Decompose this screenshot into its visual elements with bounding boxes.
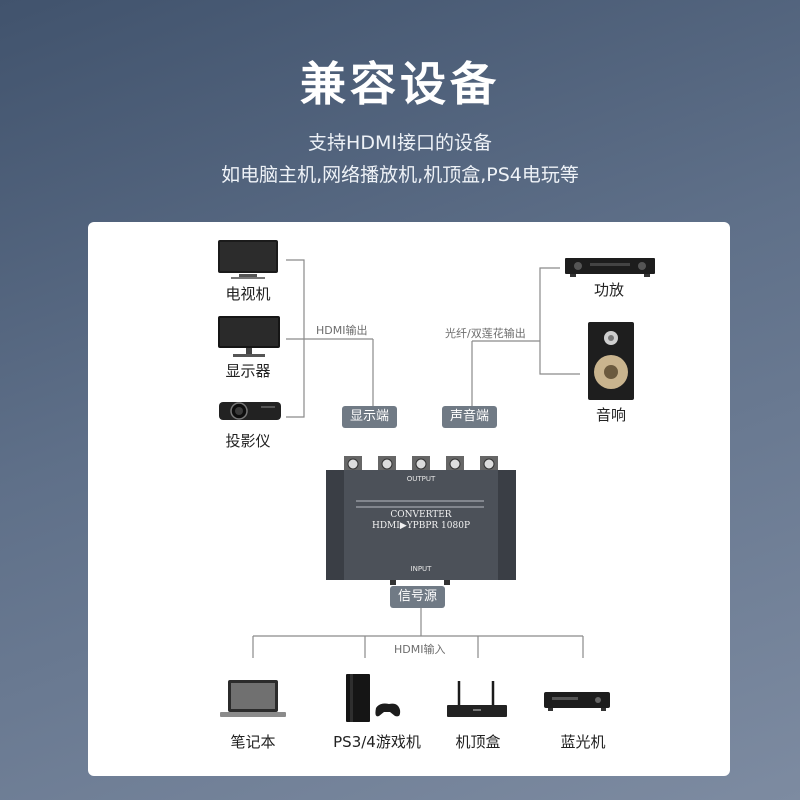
connection-lines (252, 259, 584, 658)
projector-icon (219, 402, 281, 420)
page-title: 兼容设备 (300, 57, 500, 111)
set-top-box-icon (447, 681, 507, 717)
converter-name: CONVERTER (390, 510, 452, 520)
device-label-monitor: 显示器 (225, 362, 271, 380)
device-label-projector: 投影仪 (225, 432, 271, 450)
device-label-set-top-box: 机顶盒 (455, 733, 501, 751)
device-label-laptop: 笔记本 (230, 733, 276, 751)
audio-connection-note: 光纤/双莲花输出 (445, 327, 526, 340)
game-console-icon (346, 674, 401, 722)
device-label-tv: 电视机 (225, 285, 271, 303)
subtitle-line-1: 支持HDMI接口的设备 (308, 132, 492, 154)
converter-output-label: OUTPUT (406, 475, 436, 483)
device-label-game-console: PS3/4游戏机 (333, 733, 421, 751)
display-end-tag: 显示端 (342, 406, 398, 428)
converter-input-label: INPUT (410, 565, 432, 573)
laptop-icon (220, 680, 286, 717)
audio-end-tag: 声音端 (442, 406, 498, 428)
signal-source-tag: 信号源 (390, 586, 446, 608)
amplifier-icon (565, 258, 655, 277)
device-label-bluray-player: 蓝光机 (560, 733, 606, 751)
source-connection-note: HDMI输入 (394, 643, 446, 656)
subtitle-line-2: 如电脑主机,网络播放机,机顶盒,PS4电玩等 (221, 164, 579, 186)
device-label-amplifier: 功放 (593, 281, 624, 299)
converter-model: HDMI▶YPBPR 1080P (371, 521, 471, 531)
display-connection-note: HDMI输出 (316, 324, 368, 337)
monitor-icon (218, 316, 280, 357)
tv-icon (218, 240, 278, 279)
bluray-player-icon (544, 692, 610, 711)
speaker-icon (588, 322, 634, 400)
converter-box (326, 456, 516, 585)
compatibility-diagram-card: 电视机 显示器 投影仪 HDMI输出 显示端 功放 音响 光纤/双莲花输出 声音… (88, 222, 730, 776)
device-label-speaker: 音响 (595, 406, 626, 424)
